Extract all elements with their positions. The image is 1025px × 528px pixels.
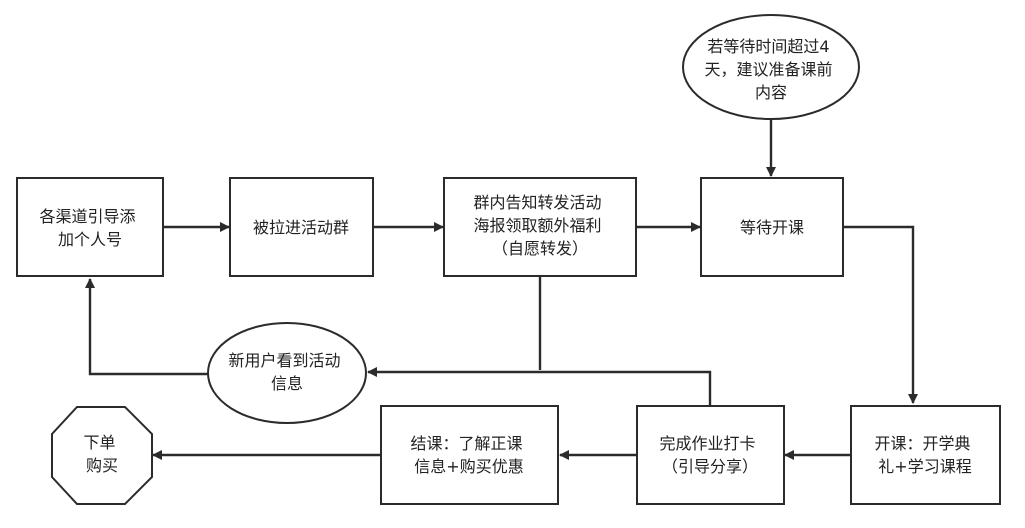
- arrow-new-user-to-channels: [85, 278, 208, 376]
- node-class-start-label: 开课：开学典 礼+学习课程: [874, 434, 975, 476]
- node-wait-class: 等待开课: [700, 177, 844, 277]
- node-group-notice-label: 群内告知转发活动 海报领取额外福利 （自愿转发）: [473, 193, 606, 258]
- node-purchase: 下单 购买: [51, 406, 153, 505]
- node-new-user: 新用户看到活动 信息: [207, 322, 367, 424]
- node-class-end: 结课：了解正课 信息+购买优惠: [380, 405, 559, 505]
- node-homework-label: 完成作业打卡 （引导分享）: [659, 434, 760, 476]
- node-group-notice: 群内告知转发活动 海报领取额外福利 （自愿转发）: [443, 177, 637, 277]
- node-channels-label: 各渠道引导添 加个人号: [39, 207, 140, 249]
- node-channels: 各渠道引导添 加个人号: [16, 177, 164, 277]
- node-purchase-label: 下单 购买: [83, 433, 120, 475]
- node-homework: 完成作业打卡 （引导分享）: [636, 405, 785, 505]
- node-wait-note: 若等待时间超过4 天，建议准备课前 内容: [682, 14, 860, 120]
- node-wait-class-label: 等待开课: [740, 218, 804, 237]
- node-wait-note-label: 若等待时间超过4 天，建议准备课前 内容: [704, 37, 837, 102]
- node-new-user-label: 新用户看到活动 信息: [228, 351, 345, 393]
- node-join-group-label: 被拉进活动群: [253, 218, 349, 237]
- arrow-wait-to-class-start: [843, 225, 918, 404]
- node-join-group: 被拉进活动群: [229, 177, 374, 277]
- arrow-homework-to-new-user: [367, 367, 712, 407]
- node-class-end-label: 结课：了解正课 信息+购买优惠: [410, 434, 527, 476]
- connectors: [85, 120, 918, 460]
- node-class-start: 开课：开学典 礼+学习课程: [850, 405, 1001, 505]
